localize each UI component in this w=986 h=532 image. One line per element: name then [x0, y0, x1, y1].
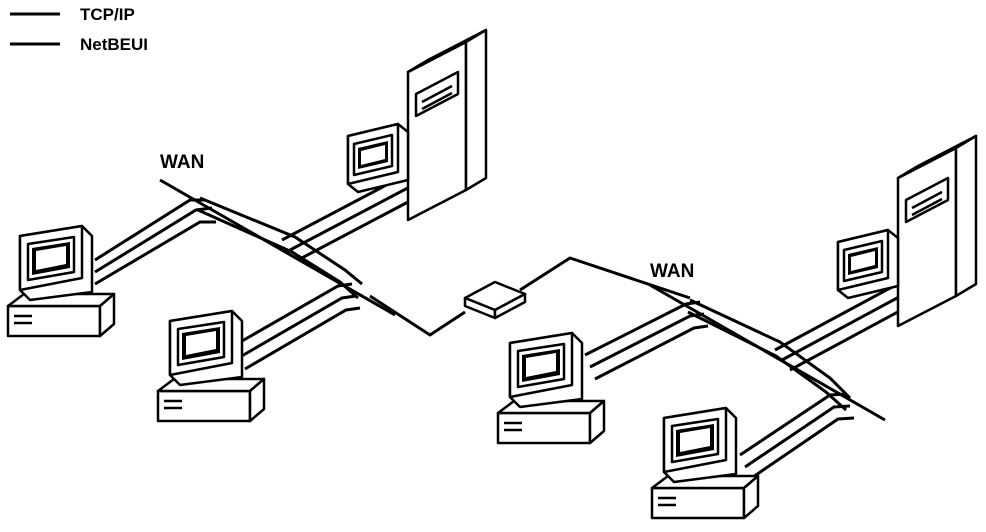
left-server-icon	[346, 28, 488, 222]
right-band-lower	[687, 310, 848, 412]
link-right-workstation-1	[584, 300, 701, 357]
link-left-workstation-2	[94, 206, 213, 274]
left-band-lower	[197, 208, 359, 300]
legend: TCP/IP NetBEUI	[10, 5, 148, 54]
link-left-workstation-3	[94, 220, 216, 286]
link-right-workstation-2b	[744, 404, 851, 469]
router-icon	[463, 280, 527, 320]
right-band-upper	[689, 298, 852, 400]
right-workstation-icon	[496, 331, 606, 445]
left-band-upper	[199, 196, 363, 286]
link-right-workstation-2c	[749, 416, 855, 481]
legend-label-netbeui: NetBEUI	[80, 35, 148, 54]
legend-label-tcpip: TCP/IP	[80, 5, 135, 24]
right-network-cabling	[519, 256, 921, 481]
link-right-workstation-1c	[594, 324, 709, 381]
right-server-icon	[836, 134, 978, 328]
wan-label-left: WAN	[160, 152, 204, 173]
link-right-server-2	[781, 288, 913, 362]
link-right-server	[774, 278, 906, 352]
link-right-workstation-2	[739, 392, 847, 457]
link-lower-left-workstation-2	[239, 294, 357, 359]
link-router-to-right	[519, 256, 691, 300]
link-to-router	[369, 294, 466, 337]
link-lower-left-workstation-3	[244, 306, 361, 371]
link-left-workstation	[94, 198, 205, 262]
wan-label-right: WAN	[650, 261, 694, 282]
wan-backbone-left	[159, 178, 396, 317]
lower-right-workstation-icon	[650, 406, 760, 520]
link-lower-left-workstation	[234, 282, 353, 347]
link-right-workstation-1b	[589, 312, 705, 369]
